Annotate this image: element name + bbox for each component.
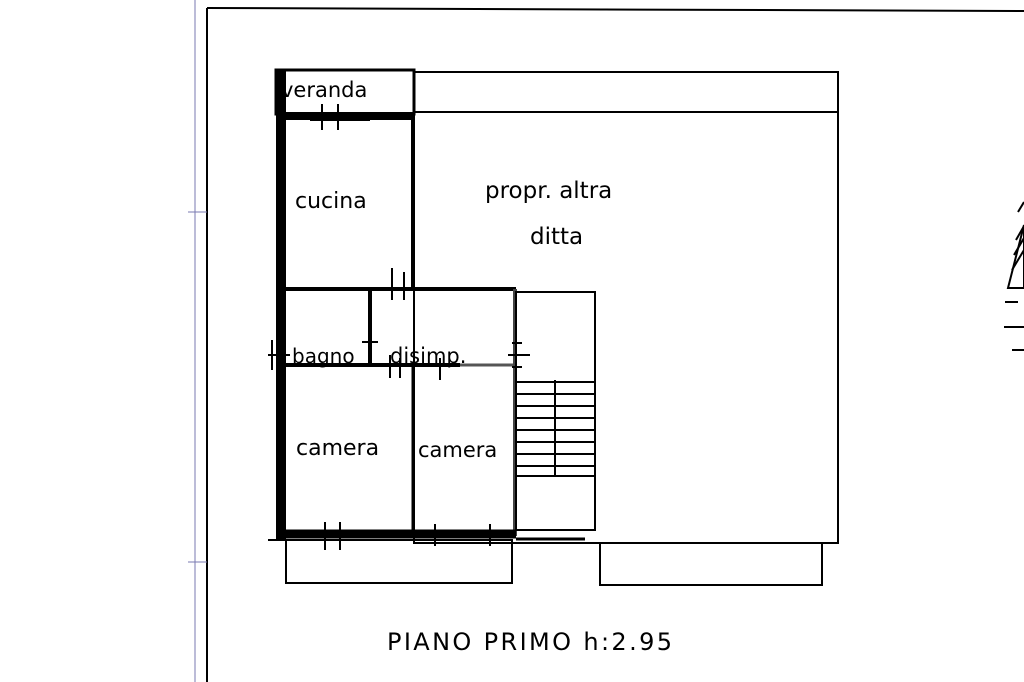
sheet-frame [188, 0, 1024, 682]
room-label-other-property-2: ditta [530, 224, 583, 250]
opening-marks [268, 104, 530, 550]
apartment-walls [274, 68, 585, 541]
other-property-outline [413, 71, 839, 544]
room-label-camera-2: camera [418, 438, 497, 462]
room-label-other-property: propr. altra [485, 178, 612, 204]
room-label-veranda: veranda [281, 78, 367, 102]
floor-caption: PIANO PRIMO h:2.95 [387, 628, 672, 656]
room-label-cucina: cucina [295, 189, 367, 214]
balconies [285, 539, 823, 586]
room-label-bagno: bagno [292, 344, 355, 368]
room-label-camera-1: camera [296, 436, 379, 461]
room-label-disimp: disimp. [390, 344, 466, 368]
staircase [515, 291, 596, 531]
north-arrow-icon [1004, 201, 1024, 351]
